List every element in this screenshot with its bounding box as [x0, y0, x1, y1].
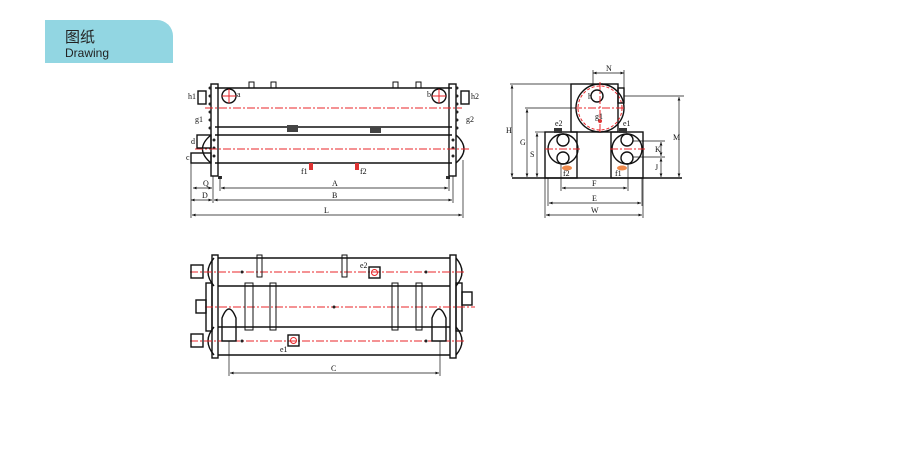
dim-D: D — [202, 191, 208, 200]
label-h: h — [588, 92, 592, 101]
dim-K: K — [655, 145, 661, 154]
section-header-tab: 图纸 Drawing — [45, 20, 173, 63]
dim-F: F — [592, 179, 597, 188]
top-view: e2 e1 C — [190, 254, 475, 376]
label-f1-side: f1 — [615, 169, 622, 178]
label-g1: g1 — [195, 115, 203, 124]
section-title-cn: 图纸 — [65, 28, 96, 46]
label-e2-side: e2 — [555, 119, 563, 128]
label-c: c — [186, 153, 190, 162]
label-f2-side: f2 — [563, 169, 570, 178]
dim-B: B — [332, 191, 337, 200]
side-view: h g1 e2 e1 f2 f1 N H G S M K J F E W — [506, 64, 684, 218]
label-a: a — [237, 90, 241, 99]
label-g2: g2 — [466, 115, 474, 124]
label-e2-top: e2 — [360, 261, 368, 270]
label-h1: h1 — [188, 92, 196, 101]
dim-Q: Q — [203, 179, 209, 188]
dim-E: E — [592, 194, 597, 203]
label-b: b — [427, 90, 431, 99]
label-f2: f2 — [360, 167, 367, 176]
dim-N: N — [606, 64, 612, 73]
label-h2: h2 — [471, 92, 479, 101]
dim-A: A — [332, 179, 338, 188]
dim-S: S — [530, 150, 534, 159]
dim-W: W — [591, 206, 599, 215]
dim-M: M — [673, 133, 680, 142]
section-title-en: Drawing — [65, 46, 110, 60]
label-e1-top: e1 — [280, 345, 288, 354]
dim-L: L — [324, 206, 329, 215]
front-view: h1 h2 a b g1 g2 d c f1 f2 Q A D B L — [186, 81, 479, 218]
dim-C: C — [331, 364, 336, 373]
label-e1-side: e1 — [623, 119, 631, 128]
label-g1-side: g1 — [595, 112, 603, 121]
dim-G: G — [520, 138, 526, 147]
dim-J: J — [655, 163, 658, 172]
label-d: d — [191, 137, 195, 146]
dim-H: H — [506, 126, 512, 135]
label-f1: f1 — [301, 167, 308, 176]
